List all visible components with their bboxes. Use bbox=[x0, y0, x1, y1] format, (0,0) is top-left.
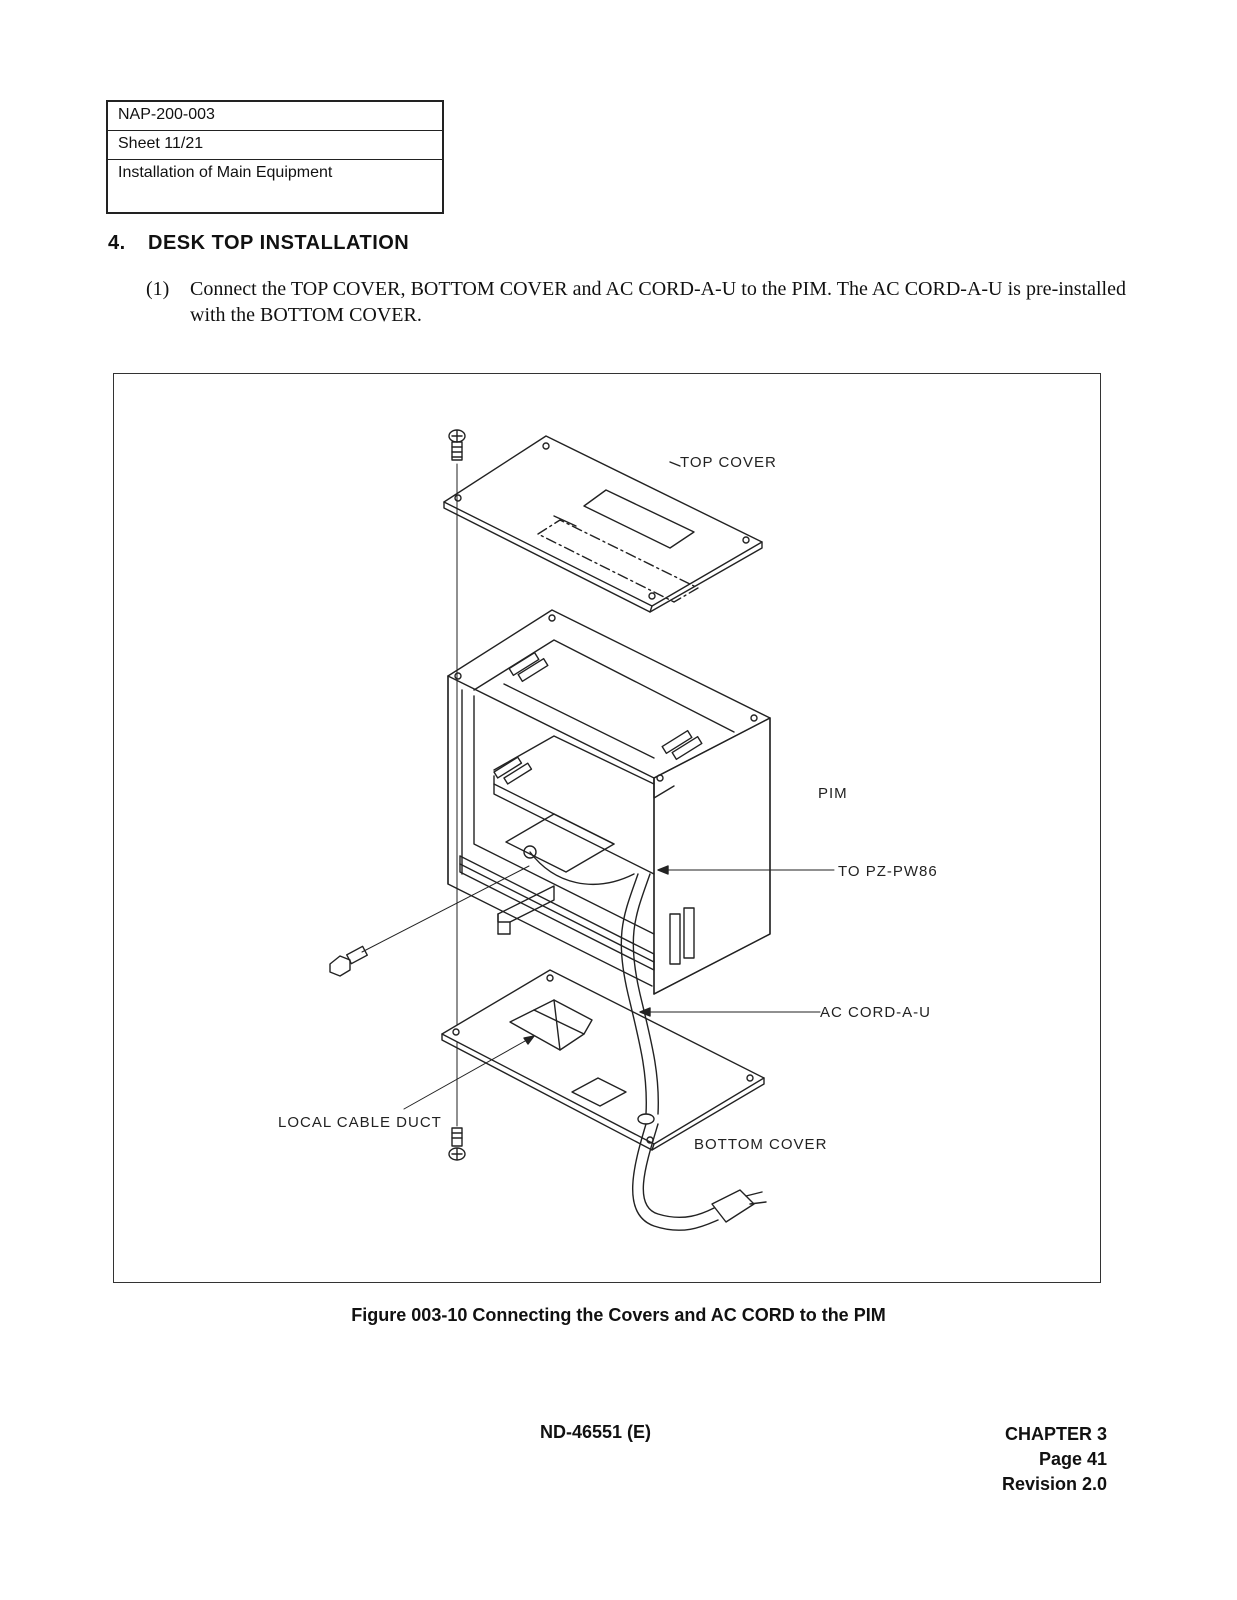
footer-revision: Revision 2.0 bbox=[1001, 1474, 1107, 1494]
doc-id: NAP-200-003 bbox=[108, 102, 442, 131]
top-cover-drawing bbox=[443, 435, 763, 613]
footer-page: Page 41 bbox=[1038, 1449, 1107, 1469]
footer-page-info: CHAPTER 3 Page 41 Revision 2.0 bbox=[1002, 1422, 1107, 1497]
figure-frame: TOP COVER PIM TO PZ-PW86 AC CORD-A-U LOC… bbox=[113, 373, 1101, 1283]
section-number: 4. bbox=[108, 232, 126, 254]
label-ac-cord: AC CORD-A-U bbox=[820, 1004, 931, 1021]
side-screw-drawing bbox=[329, 945, 368, 977]
bottom-screw-drawing bbox=[448, 1127, 466, 1161]
section-name: Installation of Main Equipment bbox=[118, 164, 333, 181]
bottom-cover-drawing bbox=[441, 969, 765, 1151]
step-text: Connect the TOP COVER, BOTTOM COVER and … bbox=[190, 278, 1126, 326]
footer-chapter: CHAPTER 3 bbox=[1004, 1424, 1107, 1444]
ac-cord-drawing bbox=[529, 851, 767, 1231]
sheet-number: Sheet 11/21 bbox=[108, 131, 442, 160]
section-heading: 4. DESK TOP INSTALLATION bbox=[108, 232, 409, 255]
pim-cabinet-drawing bbox=[447, 609, 771, 995]
footer-doc-number: ND-46551 (E) bbox=[540, 1422, 652, 1442]
label-bottom-cover: BOTTOM COVER bbox=[694, 1136, 828, 1153]
label-local-cable-duct: LOCAL CABLE DUCT bbox=[278, 1114, 442, 1131]
top-screw-drawing bbox=[448, 429, 466, 461]
step-1: (1) Connect the TOP COVER, BOTTOM COVER … bbox=[146, 276, 1126, 328]
label-top-cover: TOP COVER bbox=[680, 454, 777, 471]
label-pim: PIM bbox=[818, 785, 848, 802]
section-title: DESK TOP INSTALLATION bbox=[148, 232, 410, 254]
figure-caption: Figure 003-10 Connecting the Covers and … bbox=[351, 1305, 886, 1325]
label-to-pz-pw86: TO PZ-PW86 bbox=[838, 863, 938, 880]
document-header-box: NAP-200-003 Sheet 11/21 Installation of … bbox=[106, 100, 444, 214]
pim-assembly-drawing bbox=[329, 429, 835, 1231]
step-index: (1) bbox=[146, 278, 170, 300]
